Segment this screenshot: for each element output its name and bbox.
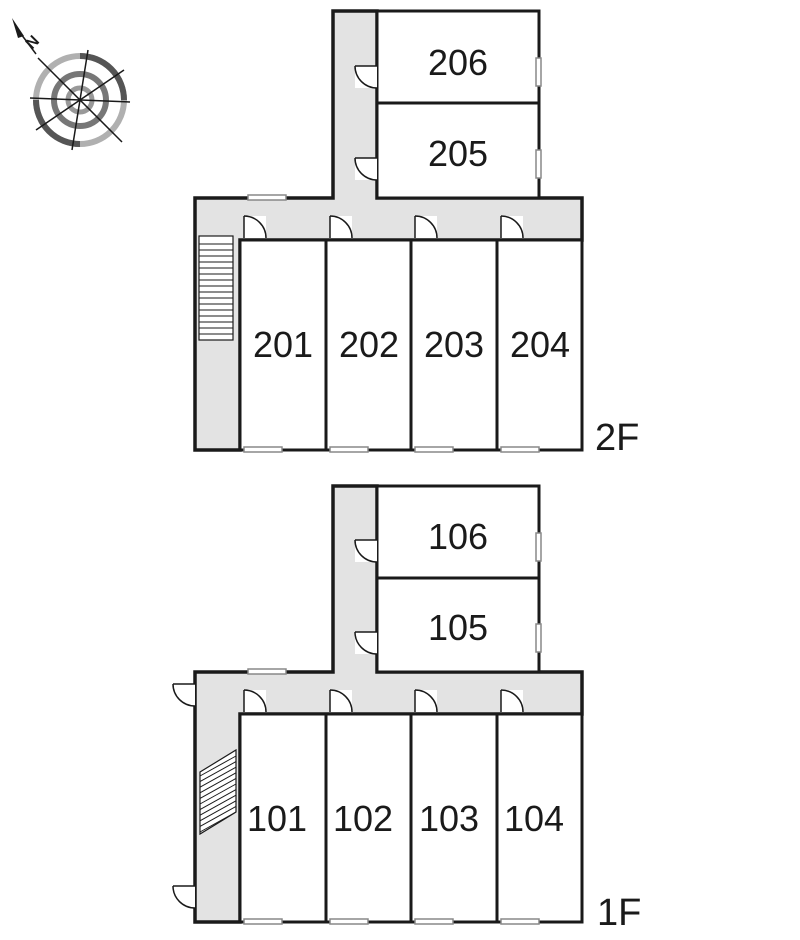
room-label: 102 [333,798,393,839]
room-label: 105 [428,607,488,648]
compass-inner-ring [51,71,109,129]
entrance-door [172,683,196,707]
stair-tread [199,761,237,783]
room-103 [409,712,499,924]
window [500,446,540,453]
room-label: 202 [339,324,399,365]
window [535,149,542,179]
room-label: 106 [428,516,488,557]
window [500,918,540,925]
stair-tread [199,755,237,777]
room-label: 101 [247,798,307,839]
door-101 [243,689,267,713]
window [243,918,283,925]
room-101 [238,712,328,924]
stair-tread [199,766,237,788]
door-204 [500,215,524,239]
room-label: 206 [428,42,488,83]
door-206 [354,65,378,89]
room-201 [238,238,328,452]
window [414,918,454,925]
room-104 [495,712,584,924]
stair-tread [199,777,237,799]
window [329,918,369,925]
window [535,57,542,87]
window [535,532,542,562]
stair-tread [199,805,237,827]
room-label: 104 [504,798,564,839]
room-label: 204 [510,324,570,365]
door-102 [329,689,353,713]
room-label: 205 [428,133,488,174]
stair-tread [199,811,237,833]
room-203 [409,238,499,452]
floor-label-2f: 2F [595,417,639,459]
stair-tread [199,783,237,805]
window [247,194,287,201]
door-106 [354,539,378,563]
compass-ring-dark [79,53,127,101]
north-label: N [23,33,43,53]
door-201 [243,215,267,239]
stair-tread [199,800,237,822]
room-205 [375,101,541,200]
floor-label-1f: 1F [597,892,641,934]
room-label: 203 [424,324,484,365]
room-102 [324,712,413,924]
door-202 [329,215,353,239]
window [535,623,542,653]
room-label: 201 [253,324,313,365]
door-103 [414,689,438,713]
room-label: 103 [419,798,479,839]
window [243,446,283,453]
floor-1f: 106 105 101 102 103 104 1F [172,484,641,934]
door-105 [354,631,378,655]
window [247,668,287,675]
door-203 [414,215,438,239]
staircase-1f [199,748,237,836]
room-106 [375,484,541,580]
window [329,446,369,453]
window [414,446,454,453]
stair-tread [199,789,237,811]
room-204 [495,238,584,452]
floor-2f: 206 205 201 202 203 204 2F [193,9,639,459]
stair-tread [199,794,237,816]
entrance-door [172,885,196,909]
room-105 [375,576,541,674]
compass-needles [29,49,131,151]
stair-tread [199,772,237,794]
room-206 [375,9,541,105]
door-104 [500,689,524,713]
door-205 [354,157,378,181]
compass: N [12,18,131,151]
staircase-2f [198,235,234,341]
